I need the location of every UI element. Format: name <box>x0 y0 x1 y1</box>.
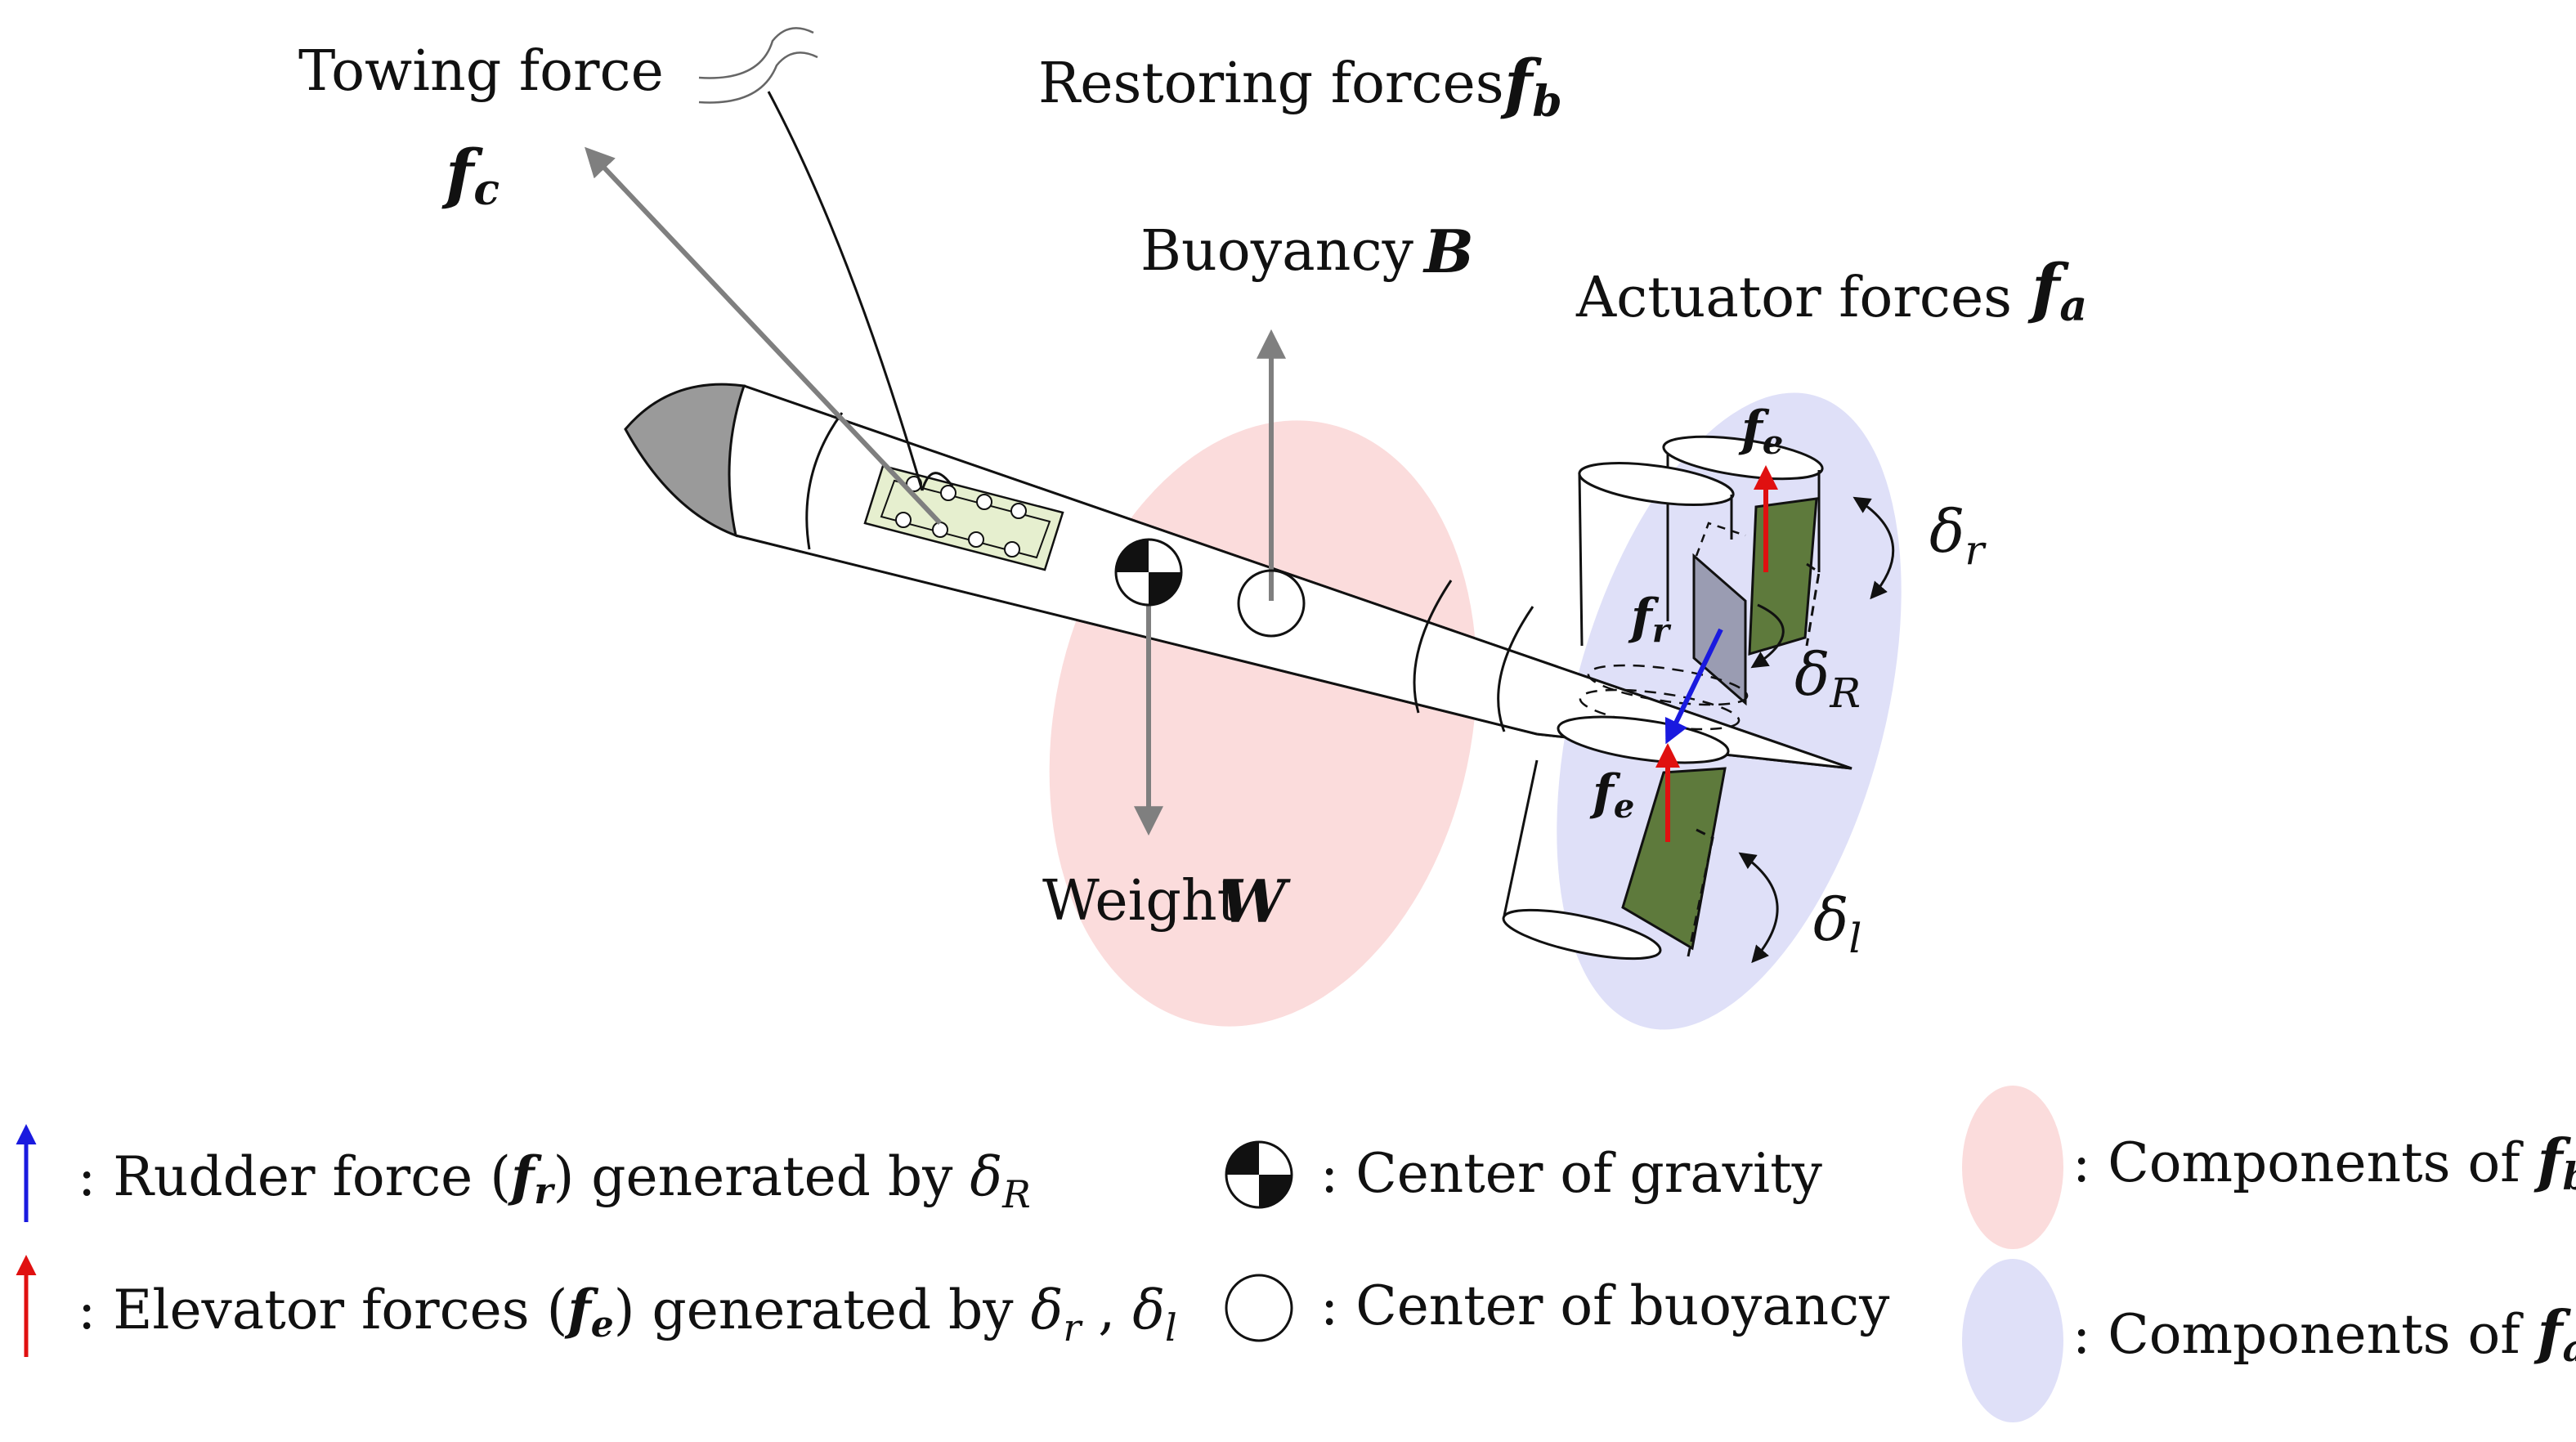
towing-force-symbol: fc <box>441 135 500 215</box>
fe-top-label: fe <box>1738 401 1783 462</box>
restoring-forces-label: Restoring forces <box>1038 52 1504 116</box>
actuator-forces-label: Actuator forces <box>1575 266 2012 330</box>
rudder-force-arrow <box>1664 628 1723 745</box>
weight-symbol: W <box>1220 867 1291 936</box>
legend-cob-text: : Center of buoyancy <box>1320 1274 1890 1337</box>
weight-label: Weight <box>1042 869 1239 934</box>
buoyancy-label: Buoyancy <box>1140 219 1414 284</box>
legend: : Rudder force (fr) generated by δR : El… <box>16 1086 2576 1422</box>
restoring-forces-region <box>1049 420 1477 1027</box>
buoyancy-symbol: B <box>1422 217 1474 286</box>
restoring-forces-symbol: fb <box>1500 45 1562 127</box>
fr-label: fr <box>1628 589 1672 650</box>
tow-cable <box>767 91 924 491</box>
legend-fa-region-icon <box>1962 1259 2063 1422</box>
legend-cog-icon <box>1225 1140 1293 1209</box>
actuator-forces-symbol: fa <box>2027 249 2087 331</box>
towing-force-arrow <box>585 146 943 526</box>
towing-force-label: Towing force <box>298 39 664 104</box>
delta-r-label: δr <box>1929 497 1987 574</box>
cable-break-mark <box>698 27 818 104</box>
legend-rudder-text: : Rudder force (fr) generated by δR <box>78 1144 1031 1216</box>
delta-r-rotation-arrow <box>1852 496 1895 600</box>
legend-fb-region-icon <box>1962 1086 2063 1249</box>
delta-l-label: δl <box>1813 885 1861 962</box>
legend-cob-icon <box>1225 1274 1293 1342</box>
nose-cone <box>624 383 746 538</box>
legend-fa-text: : Components of fa <box>2072 1297 2576 1370</box>
legend-cog-text: : Center of gravity <box>1320 1142 1823 1205</box>
delta-R-label: δR <box>1794 640 1861 717</box>
tow-point-plate <box>863 464 1064 571</box>
delta-R-rotation-arrow <box>1750 603 1785 669</box>
center-of-buoyancy-marker <box>1237 569 1306 638</box>
legend-fb-text: : Components of fb <box>2072 1126 2576 1198</box>
delta-l-rotation-arrow <box>1738 852 1779 964</box>
center-of-gravity-marker <box>1114 538 1183 607</box>
legend-elevator-text: : Elevator forces (fe) generated by δr ,… <box>78 1278 1177 1350</box>
